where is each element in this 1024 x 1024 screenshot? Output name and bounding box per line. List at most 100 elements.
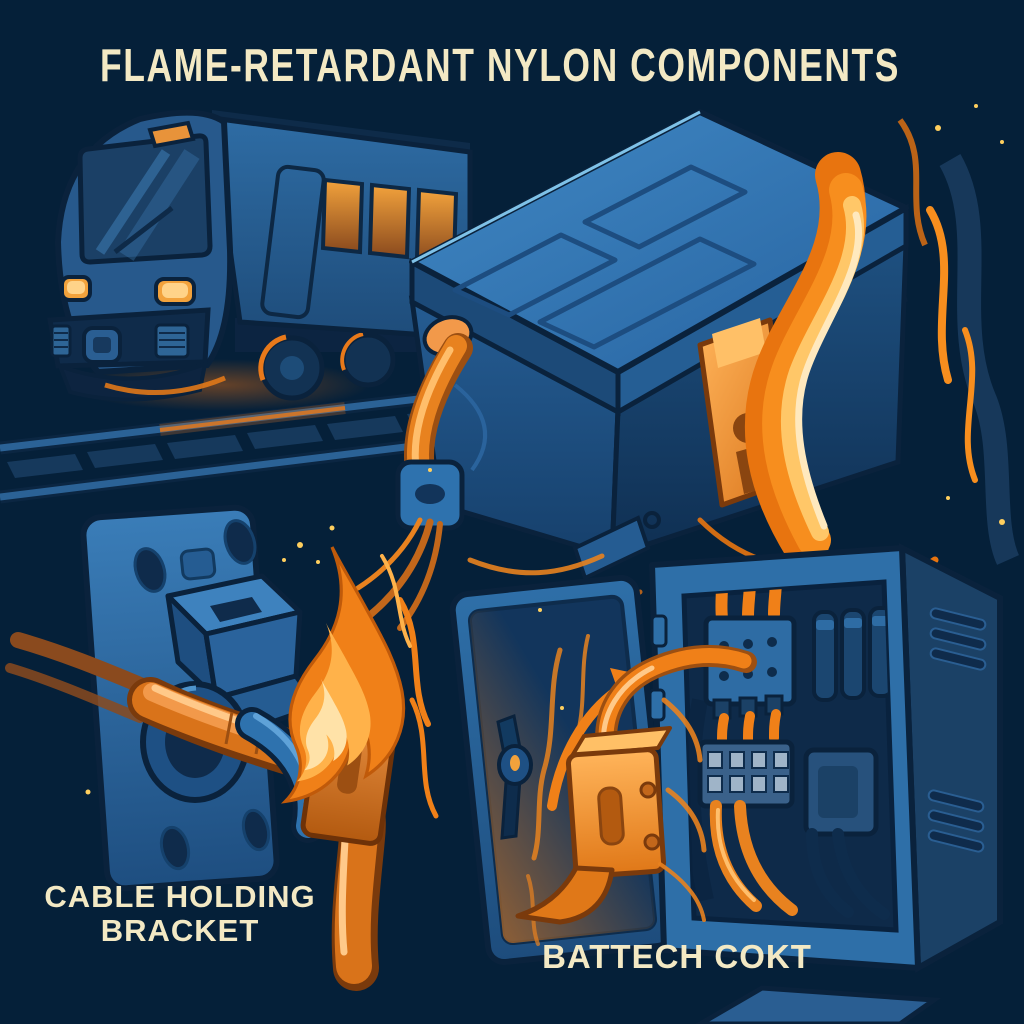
terminal-window <box>729 751 745 769</box>
cabinet-label: BATTECH COKT <box>542 938 812 975</box>
vent-slot <box>929 647 987 671</box>
mounting-hole <box>133 547 167 593</box>
spark <box>428 468 432 472</box>
plate-recess <box>179 547 217 581</box>
spark <box>560 706 564 710</box>
keyhole-icon <box>510 755 520 771</box>
wheel-glow <box>258 334 287 381</box>
rail-tie <box>87 444 163 468</box>
box-screw <box>643 511 661 529</box>
rail-tie <box>327 416 403 440</box>
contactor-dot <box>743 639 753 649</box>
interior-wire-dark <box>832 828 890 920</box>
vent-slots-top <box>929 607 987 671</box>
train-window <box>367 182 412 260</box>
heat-line <box>661 697 703 763</box>
bracket-screw <box>643 833 661 851</box>
spark <box>999 519 1005 525</box>
windshield-reflection <box>118 149 200 261</box>
loose-strand <box>467 553 605 576</box>
bracket-label-line2: BRACKET <box>101 913 260 948</box>
spark <box>974 104 978 108</box>
frayed-strand <box>355 517 423 591</box>
track-glow <box>159 406 346 432</box>
fuse-cartridge <box>812 610 838 702</box>
interior-conduit <box>684 698 714 902</box>
bracket-scene <box>5 504 439 991</box>
vent-slot <box>927 829 985 853</box>
box-foot <box>572 515 651 581</box>
wire-stub <box>714 582 728 624</box>
smoke-swirl <box>939 154 1020 565</box>
clamp-top-hole <box>210 597 262 622</box>
conduit <box>5 663 145 723</box>
rail-tie <box>7 454 83 478</box>
flame-wisp <box>409 697 439 819</box>
heat-line <box>658 862 706 922</box>
terminal-windows <box>707 751 789 793</box>
terminal-window <box>707 775 723 793</box>
spark <box>282 558 286 562</box>
vent-slot <box>929 627 987 651</box>
spark <box>85 789 91 795</box>
coupler-hole <box>93 337 111 353</box>
frayed-strand <box>366 518 434 619</box>
lid-panel <box>537 236 757 350</box>
vent-slot <box>927 789 985 813</box>
box-face-detail <box>453 383 488 472</box>
windshield-reflection <box>95 149 171 255</box>
bracket-label-line1: CABLE HOLDING <box>44 879 315 914</box>
nylon-bracket <box>515 726 672 925</box>
terminal-window <box>707 751 723 769</box>
grille-lines <box>54 332 68 348</box>
interior-wire-orange <box>734 800 798 916</box>
terminal-window <box>751 751 767 769</box>
skirt-glow <box>104 375 226 396</box>
rail <box>0 434 479 501</box>
heat-line <box>665 787 707 853</box>
spark <box>538 608 542 612</box>
fuse-cartridge <box>840 608 866 700</box>
headlight-right-glow <box>162 283 188 298</box>
spark <box>935 125 941 131</box>
wire-highlight <box>715 808 756 902</box>
train-wheel-hub <box>280 356 304 380</box>
spark <box>329 525 335 531</box>
spark <box>297 542 303 548</box>
contactor-dot <box>767 667 777 677</box>
clamp-hole <box>415 484 445 504</box>
terminal-window <box>751 775 767 793</box>
mounting-hole <box>159 825 191 871</box>
cabinet-interior <box>684 582 894 920</box>
train-window <box>320 177 365 255</box>
cable-highlight <box>411 346 454 472</box>
rail-tie <box>247 425 323 449</box>
headlight-left-glow <box>67 281 85 294</box>
flame-wisp <box>897 118 928 247</box>
wire-stub <box>768 582 782 620</box>
fuse-cap <box>844 618 862 628</box>
flame-wisp <box>962 327 978 483</box>
door-hinge <box>648 688 666 722</box>
grille-lines <box>159 332 185 348</box>
wire-stub <box>742 582 756 622</box>
vent-slot <box>929 607 987 631</box>
flame-wisp <box>397 597 431 727</box>
flame-icon <box>283 545 439 819</box>
windshield-wiper <box>113 206 174 254</box>
door-hinge <box>650 614 668 648</box>
terminal-window <box>773 751 789 769</box>
spark <box>316 560 320 564</box>
heat-line <box>531 647 563 861</box>
flame-wisp <box>380 554 412 648</box>
door-handle <box>500 775 522 840</box>
fuse-cap <box>816 620 834 630</box>
train-door-outline <box>260 164 326 320</box>
roof-light <box>147 120 196 149</box>
interior-wire-dark <box>806 828 854 918</box>
bracket-slot <box>597 786 625 846</box>
flame-light <box>780 196 865 541</box>
terminal-window <box>729 775 745 793</box>
page-title: FLAME-RETARDANT NYLON COMPONENTS <box>100 39 900 91</box>
